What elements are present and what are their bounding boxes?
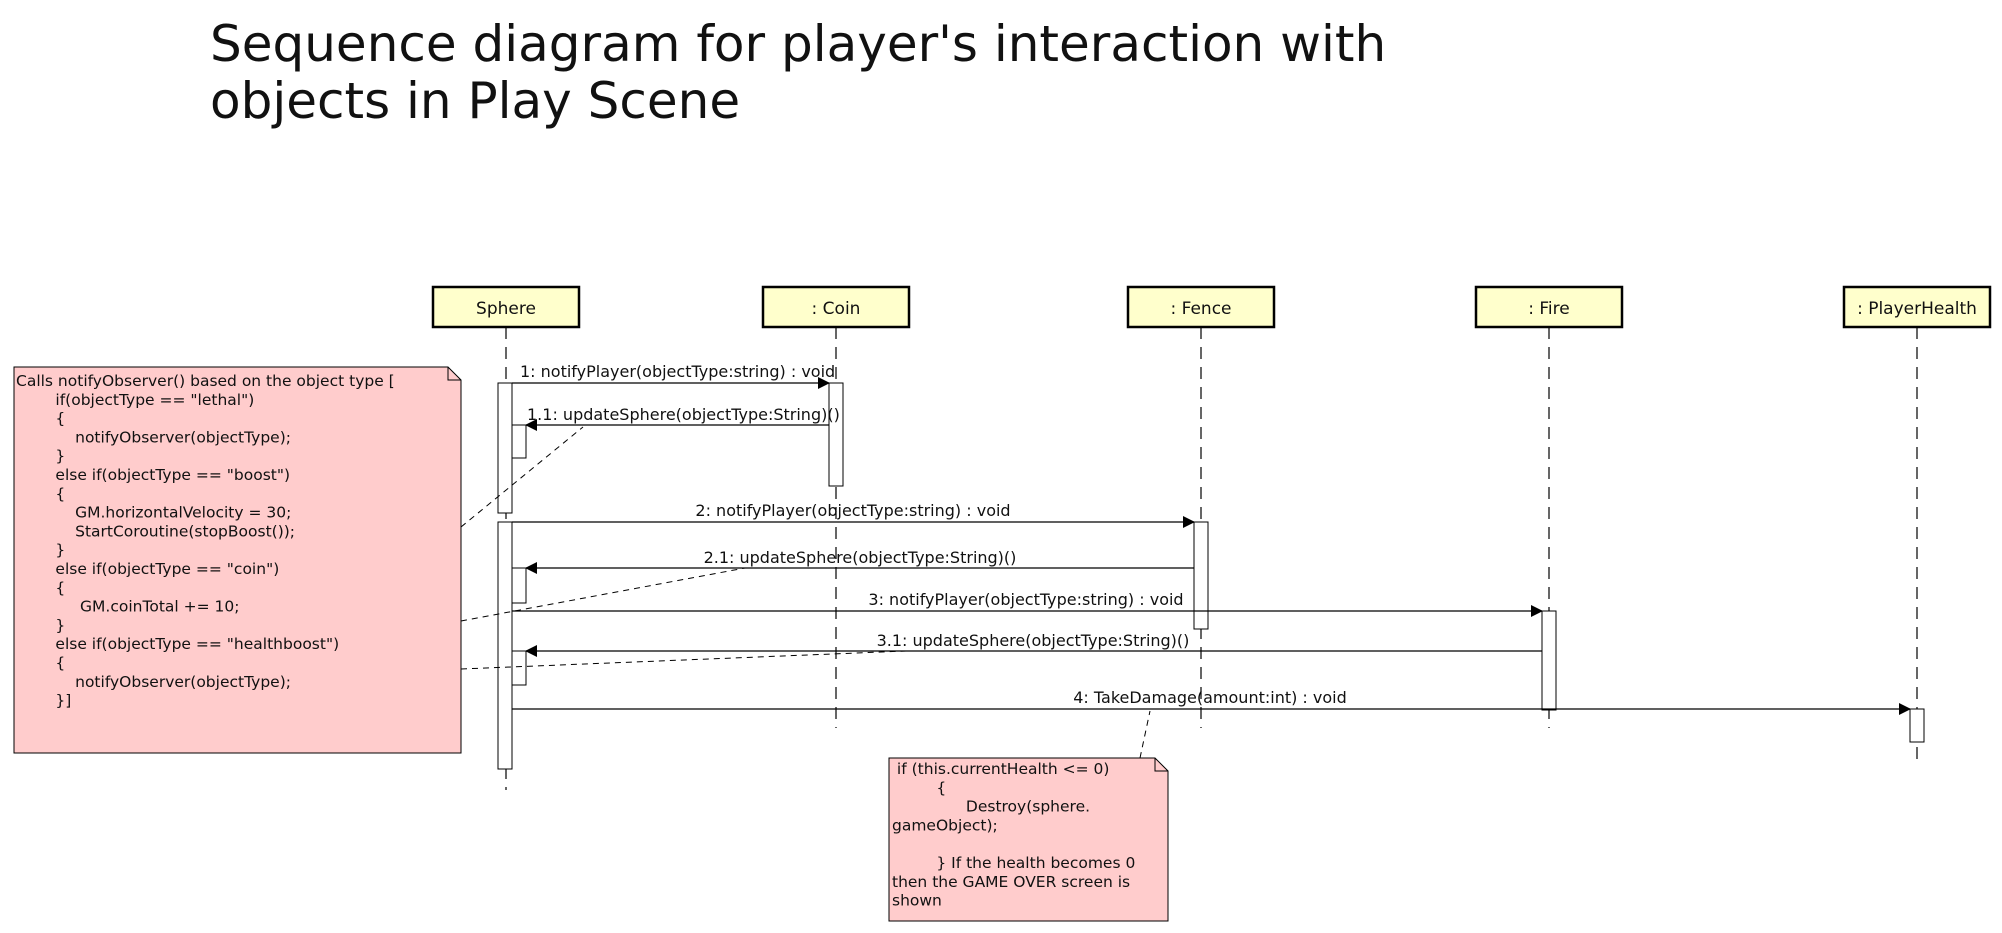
note-left-line: {: [16, 654, 65, 672]
lifeline-fire: : Fire: [1474, 285, 1624, 329]
diagram-title: Sequence diagram for player's interactio…: [210, 15, 1387, 130]
note-left-line: {: [16, 410, 65, 428]
activation-sphere-3-1: [511, 650, 527, 686]
message-4-label: 4: TakeDamage(amount:int) : void: [1073, 688, 1347, 707]
message-2-1: 2.1: updateSphere(objectType:String)(): [525, 548, 1194, 574]
note-bottom-line: shown: [892, 892, 942, 910]
note-bottom-line: then the GAME OVER screen is: [892, 873, 1130, 891]
note-left-connector-3: [460, 650, 907, 670]
activation-sphere-2-1: [511, 567, 527, 604]
message-2: 2: notifyPlayer(objectType:string) : voi…: [512, 501, 1195, 528]
note-bottom-line: } If the health becomes 0: [892, 854, 1135, 872]
note-left-line: notifyObserver(objectType);: [16, 428, 291, 446]
lifeline-fire-label: : Fire: [1528, 299, 1569, 319]
note-bottom-connector: [1139, 710, 1151, 759]
activation-sphere-1: [497, 382, 513, 514]
note-left-line: {: [16, 579, 65, 597]
message-1-label: 1: notifyPlayer(objectType:string) : voi…: [520, 362, 835, 381]
note-bottom-line: [892, 835, 897, 853]
lifeline-fence-label: : Fence: [1170, 299, 1231, 319]
note-left-line: notifyObserver(objectType);: [16, 673, 291, 691]
message-3-label: 3: notifyPlayer(objectType:string) : voi…: [868, 590, 1183, 609]
note-left-line: else if(objectType == "healthboost"): [16, 635, 339, 653]
activation-fire: [1541, 610, 1557, 711]
note-bottom-line: gameObject);: [892, 816, 998, 834]
note-left-line: }]: [16, 692, 71, 710]
note-left: Calls notifyObserver() based on the obje…: [13, 366, 462, 754]
note-left-line: }: [16, 447, 65, 465]
lifeline-playerhealth: : PlayerHealth: [1842, 285, 1992, 329]
message-3-1-label: 3.1: updateSphere(objectType:String)(): [877, 631, 1190, 650]
note-left-line: GM.horizontalVelocity = 30;: [16, 504, 291, 522]
message-1: 1: notifyPlayer(objectType:string) : voi…: [512, 362, 835, 389]
lifeline-sphere: Sphere: [431, 285, 581, 329]
note-left-line: else if(objectType == "coin"): [16, 560, 279, 578]
note-left-line: GM.coinTotal += 10;: [16, 598, 239, 616]
note-left-line: else if(objectType == "boost"): [16, 466, 290, 484]
note-bottom: if (this.currentHealth <= 0) { Destroy(s…: [888, 757, 1169, 922]
activation-sphere-1-1: [511, 424, 527, 459]
lifeline-playerhealth-label: : PlayerHealth: [1857, 299, 1977, 319]
note-bottom-text: if (this.currentHealth <= 0) { Destroy(s…: [892, 760, 1135, 910]
note-left-line: }: [16, 616, 65, 634]
lifeline-coin: : Coin: [761, 285, 911, 329]
activation-fence: [1193, 521, 1209, 630]
note-left-line: {: [16, 485, 65, 503]
note-left-connector-1: [460, 426, 584, 528]
activation-playerhealth: [1909, 708, 1925, 743]
message-2-1-label: 2.1: updateSphere(objectType:String)(): [704, 548, 1017, 567]
note-bottom-line: if (this.currentHealth <= 0): [892, 760, 1109, 778]
lifeline-fence: : Fence: [1126, 285, 1276, 329]
note-left-text: Calls notifyObserver() based on the obje…: [16, 372, 395, 710]
note-left-line: }: [16, 541, 65, 559]
note-bottom-line: Destroy(sphere.: [892, 798, 1090, 816]
message-1-1: 1.1: updateSphere(objectType:String)(): [525, 405, 840, 431]
note-left-line: Calls notifyObserver() based on the obje…: [16, 372, 395, 390]
note-left-line: if(objectType == "lethal"): [16, 391, 254, 409]
note-left-line: StartCoroutine(stopBoost());: [16, 522, 295, 540]
note-bottom-line: {: [892, 779, 946, 797]
message-2-label: 2: notifyPlayer(objectType:string) : voi…: [695, 501, 1010, 520]
message-3-1: 3.1: updateSphere(objectType:String)(): [525, 631, 1542, 657]
lifeline-sphere-label: Sphere: [476, 299, 536, 319]
activation-sphere-2: [497, 521, 513, 770]
message-4: 4: TakeDamage(amount:int) : void: [512, 688, 1911, 715]
activation-coin: [828, 382, 844, 487]
note-left-connector-2: [460, 567, 746, 622]
lifeline-coin-label: : Coin: [812, 299, 861, 319]
message-1-1-label: 1.1: updateSphere(objectType:String)(): [527, 405, 840, 424]
message-3: 3: notifyPlayer(objectType:string) : voi…: [512, 590, 1543, 617]
